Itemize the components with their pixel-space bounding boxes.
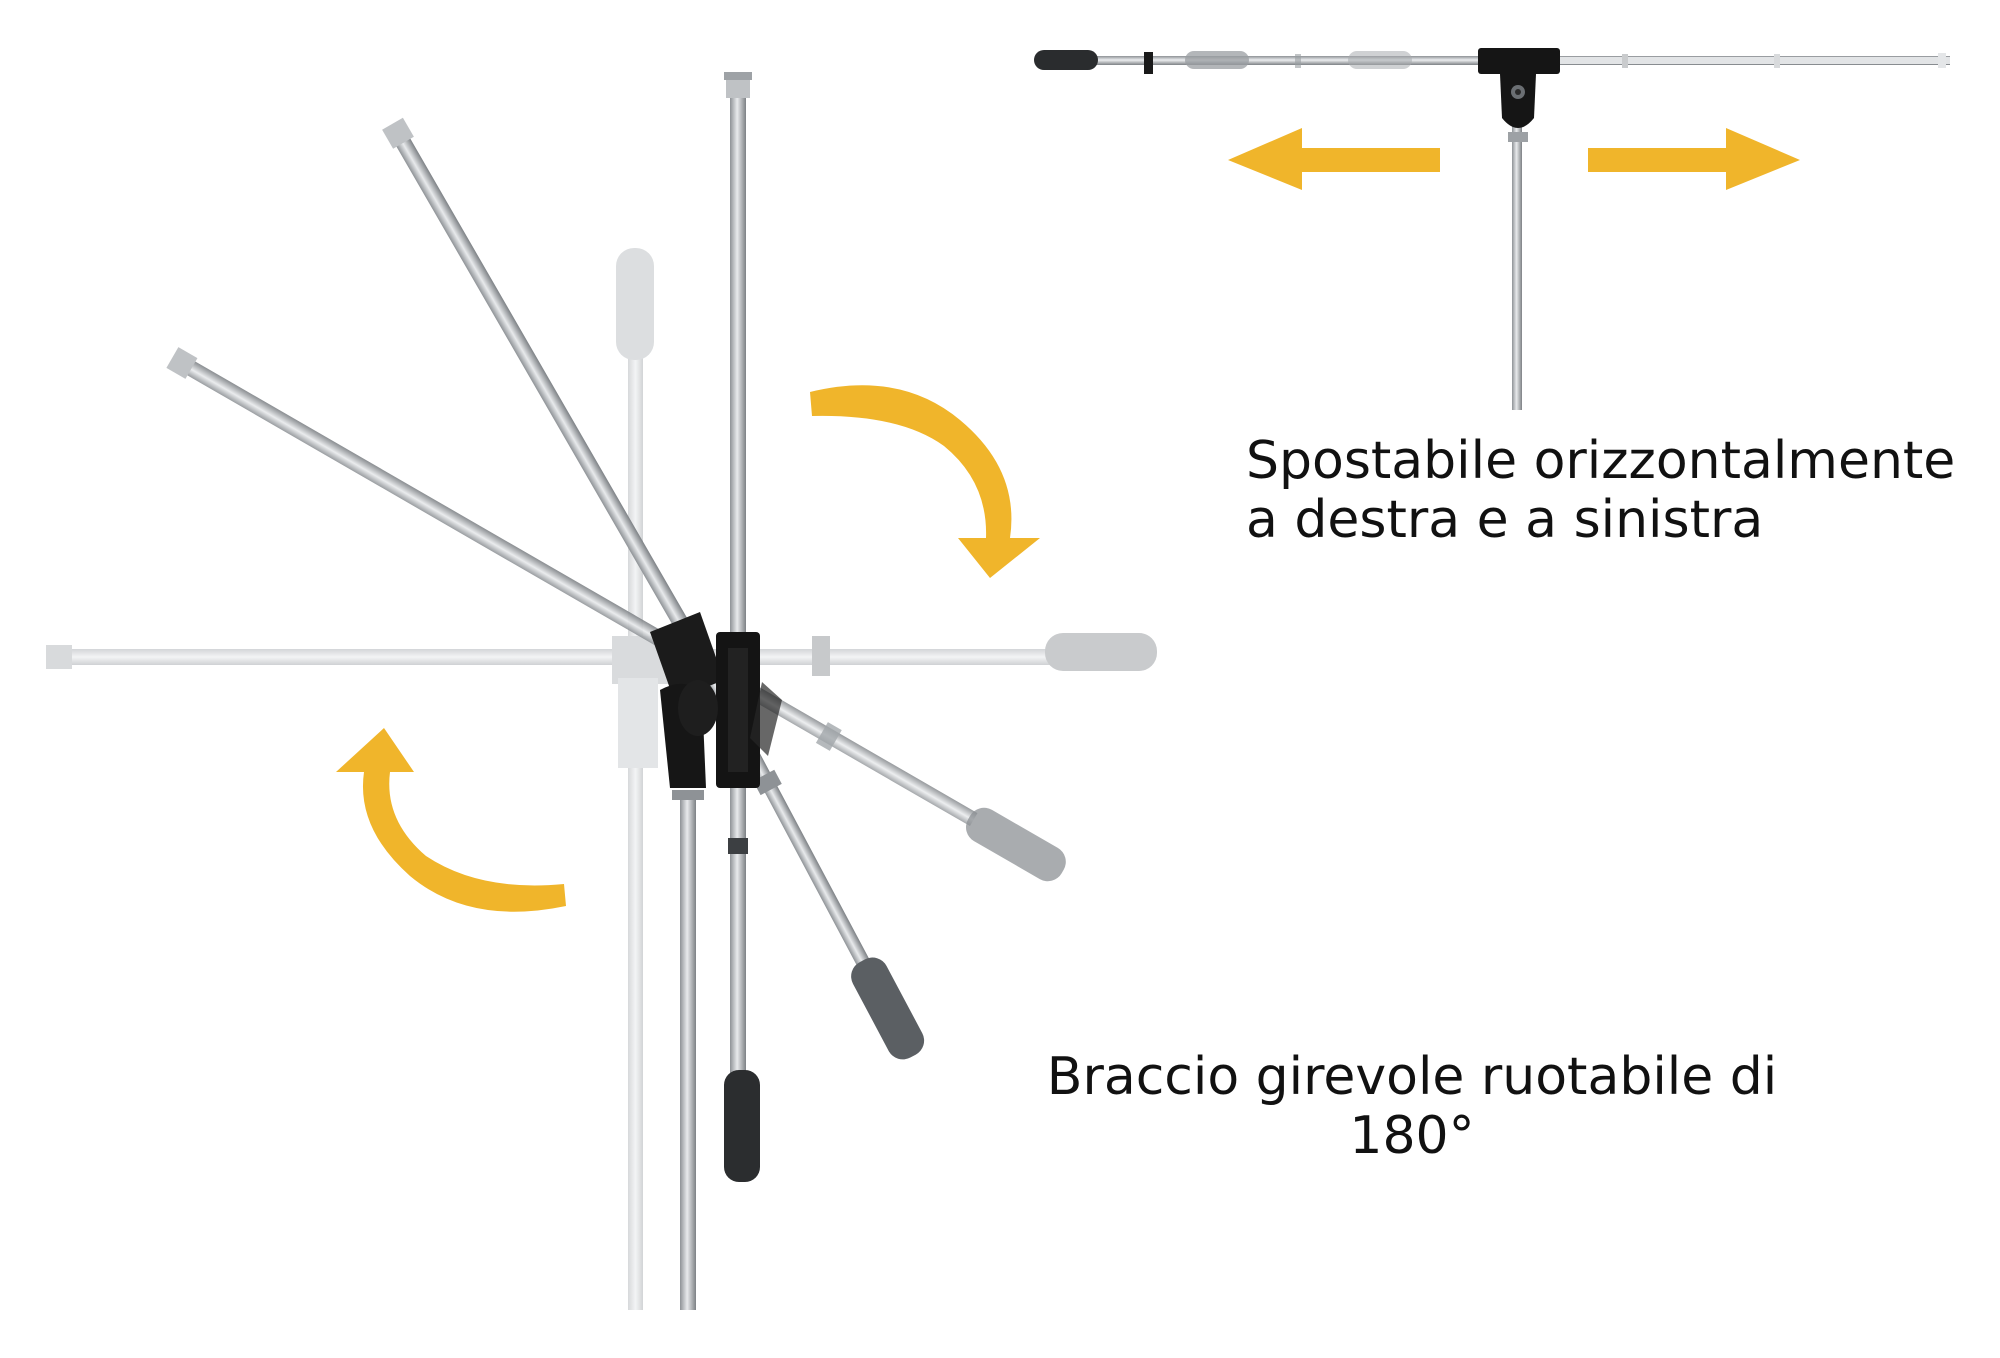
ghost-grip bbox=[1185, 51, 1249, 69]
stand-tube bbox=[680, 790, 696, 1310]
caption-swivel-rotation: Braccio girevole ruotabile di 180° bbox=[1027, 1047, 1797, 1167]
ghost-grip-right bbox=[1045, 633, 1157, 671]
boom-grip bbox=[1034, 50, 1098, 70]
curved-arrow-clockwise-icon bbox=[810, 385, 1040, 578]
ghost-horizontal-arm bbox=[52, 649, 1092, 665]
main-vertical-tube bbox=[730, 95, 746, 1075]
arrow-right-icon bbox=[1588, 128, 1800, 190]
caption-horizontal-line-2: a destra e a sinistra bbox=[1246, 490, 1764, 551]
ghost-grip-top bbox=[616, 248, 654, 360]
swivel-clamp bbox=[650, 612, 782, 800]
caption-swivel-line-1: Braccio girevole ruotabile di bbox=[1046, 1047, 1778, 1107]
boom-clamp bbox=[1478, 48, 1560, 74]
curved-arrow-counterclockwise-icon bbox=[336, 728, 566, 912]
caption-swivel-line-2: 180° bbox=[1349, 1106, 1475, 1167]
caption-horizontal-movement: Spostabile orizzontalmente a destra e a … bbox=[1246, 431, 1956, 551]
stand-tube-top bbox=[1512, 120, 1522, 410]
main-grip bbox=[724, 1070, 760, 1182]
caption-horizontal-line-1: Spostabile orizzontalmente bbox=[1246, 431, 1956, 491]
rotating-boom-diagram bbox=[46, 72, 1157, 1310]
arrow-left-icon bbox=[1228, 128, 1440, 190]
horizontal-boom-diagram bbox=[1034, 48, 1950, 410]
